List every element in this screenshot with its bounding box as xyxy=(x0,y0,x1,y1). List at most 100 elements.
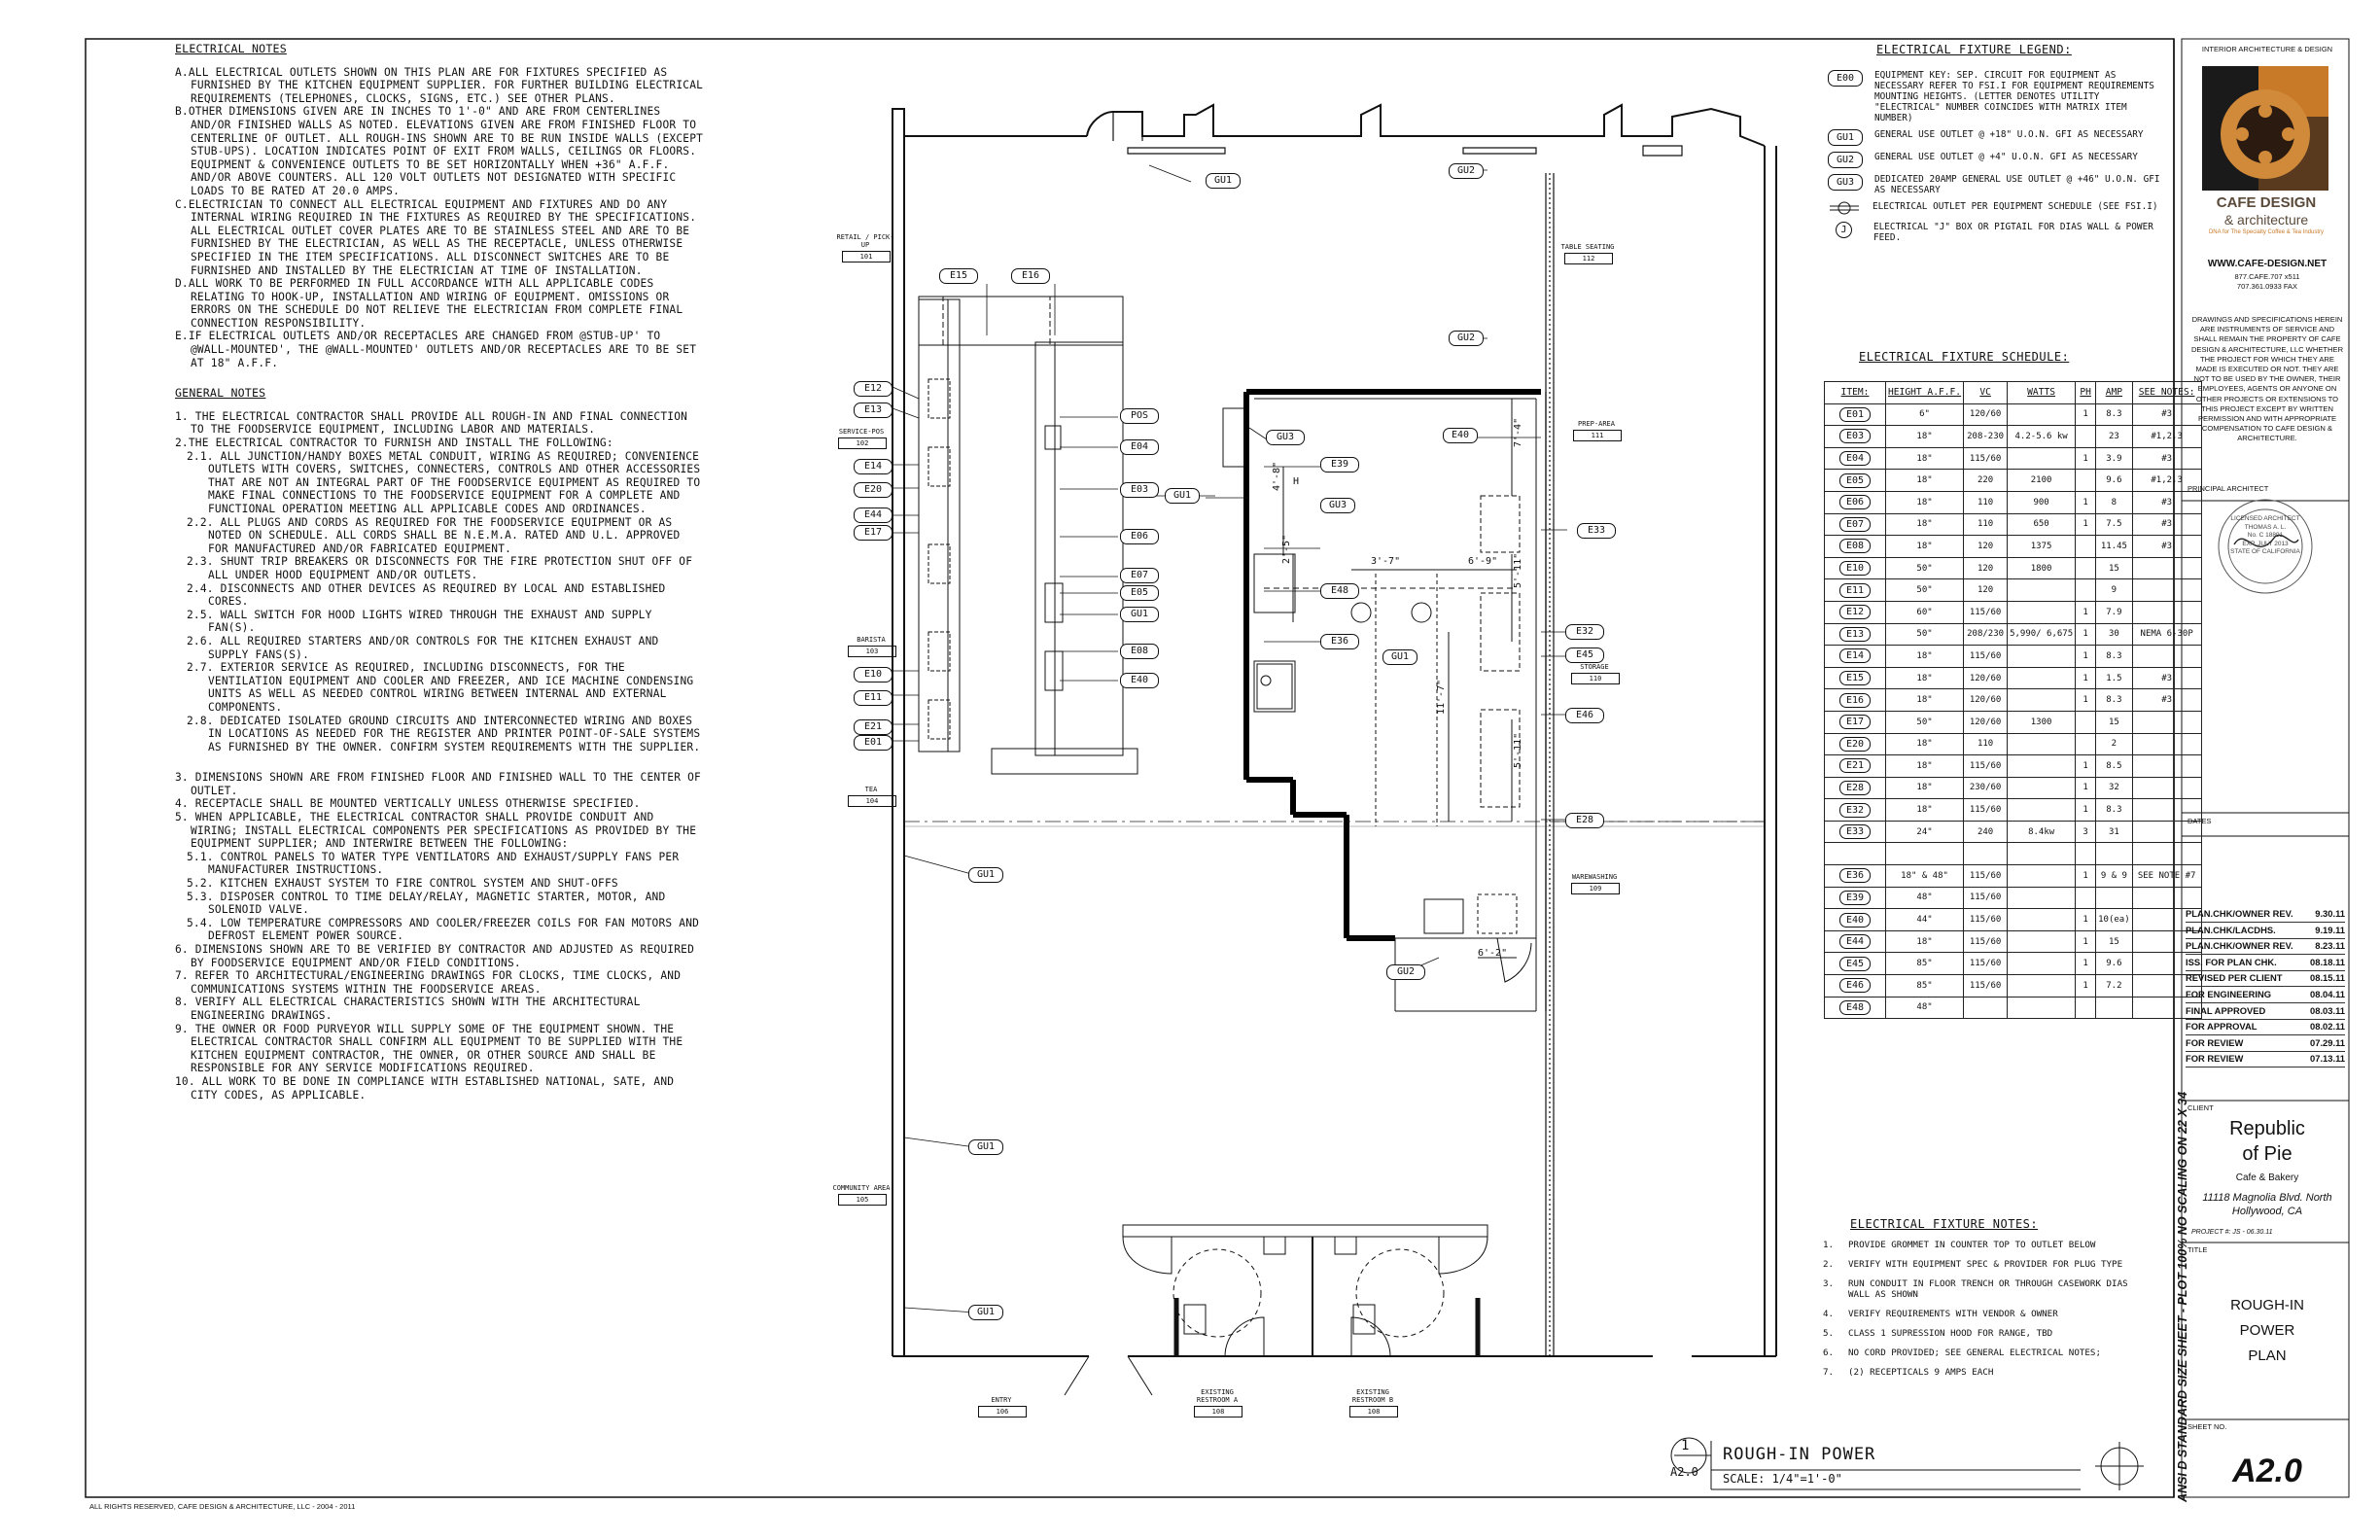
table-cell xyxy=(2007,842,2077,866)
equipment-tag: GU1 xyxy=(1120,607,1159,622)
equipment-tag: E03 xyxy=(1120,482,1159,498)
table-cell: 1 xyxy=(2075,798,2097,822)
outlet-tag: GU1 xyxy=(1165,488,1200,504)
table-cell xyxy=(1963,996,2009,1020)
table-cell xyxy=(2007,908,2077,931)
equipment-tag: E16 xyxy=(1011,268,1050,284)
table-cell xyxy=(2131,974,2202,998)
outlet-tag: E40 xyxy=(1443,428,1478,443)
general-note-5-3: 5.3. DISPOSER CONTROL TO TIME DELAY/RELA… xyxy=(187,890,673,917)
electrical-note-c: C.ELECTRICIAN TO CONNECT ALL ELECTRICAL … xyxy=(175,197,704,277)
equipment-tag: E06 xyxy=(1120,529,1159,544)
electrical-notes-title: ELECTRICAL NOTES xyxy=(175,42,287,55)
firm-phone: 877.CAFE.707 x511 xyxy=(2234,272,2300,281)
table-cell xyxy=(2131,600,2202,624)
schedule-item-tag: E14 xyxy=(1839,648,1871,664)
sheet-no-label: SHEET NO. xyxy=(2188,1422,2227,1431)
fixture-note-text: VERIFY REQUIREMENTS WITH VENDOR & OWNER xyxy=(1848,1309,2058,1319)
schedule-item-tag: E10 xyxy=(1839,561,1871,577)
schedule-item-tag: E28 xyxy=(1839,780,1871,795)
seal-line: EXP. JULY 2013 xyxy=(2242,540,2289,547)
equipment-tag: E04 xyxy=(1120,439,1159,455)
fixture-note-text: CLASS 1 SUPRESSION HOOD FOR RANGE, TBD xyxy=(1848,1328,2053,1339)
revision-date: 07.29.11 xyxy=(2310,1036,2345,1048)
schedule-item-tag: E08 xyxy=(1839,539,1871,554)
equipment-tag: E12 xyxy=(854,381,892,397)
table-cell: 8.3 xyxy=(2095,688,2133,712)
schedule-item-tag: E45 xyxy=(1839,956,1871,971)
table-cell: E45 xyxy=(1824,952,1886,976)
table-cell xyxy=(2131,842,2202,866)
outlet-tag: GU2 xyxy=(1449,331,1484,346)
revision-row: ISS. FOR PLAN CHK.08.18.11 xyxy=(2186,955,2345,971)
revision-label: PLAN.CHK/OWNER REV. xyxy=(2186,908,2293,919)
schedule-title: ELECTRICAL FIXTURE SCHEDULE: xyxy=(1859,350,2070,364)
table-cell: 115/60 xyxy=(1963,446,2009,471)
schedule-item-tag: E04 xyxy=(1839,451,1871,467)
table-cell: 18" xyxy=(1884,776,1965,800)
outlet-tag: GU2 xyxy=(1449,163,1484,179)
dimension-label: 5'-11" xyxy=(1513,732,1523,768)
table-cell xyxy=(2007,688,2077,712)
legend-tag: GU2 xyxy=(1828,152,1863,168)
table-cell: 31 xyxy=(2095,820,2133,844)
table-cell: 1 xyxy=(2075,490,2097,514)
table-cell: 115/60 xyxy=(1963,645,2009,668)
table-cell: E48 xyxy=(1824,996,1886,1020)
revision-row: PLAN.CHK/OWNER REV.8.23.11 xyxy=(2186,938,2345,956)
outlet-tag: GU3 xyxy=(1320,498,1355,513)
equipment-tag: GU2 xyxy=(1386,964,1425,980)
table-cell: 1 xyxy=(2075,600,2097,624)
table-cell: 1 xyxy=(2075,864,2097,888)
table-cell xyxy=(2075,469,2097,492)
table-cell: E17 xyxy=(1824,710,1886,734)
fixture-notes-title: ELECTRICAL FIXTURE NOTES: xyxy=(1850,1217,2039,1231)
outlet-tag: GU1 xyxy=(968,1139,1003,1155)
outlet-tag: GU1 xyxy=(1206,173,1241,189)
firm-website[interactable]: WWW.CAFE-DESIGN.NET xyxy=(2207,259,2328,269)
seal-line: THOMAS A. L. xyxy=(2244,523,2287,531)
general-note-2-7: 2.7. EXTERIOR SERVICE AS REQUIRED, INCLU… xyxy=(187,661,701,714)
table-cell: E10 xyxy=(1824,556,1886,580)
table-cell xyxy=(2007,864,2077,888)
table-cell: 7.2 xyxy=(2095,974,2133,998)
table-cell: E03 xyxy=(1824,425,1886,448)
legend-tag: GU3 xyxy=(1828,174,1863,191)
table-cell: 115/60 xyxy=(1963,952,2009,976)
table-cell: 18" xyxy=(1884,688,1965,712)
schedule-item-tag: E32 xyxy=(1839,802,1871,818)
table-cell: 50" xyxy=(1884,556,1965,580)
table-cell: 23 xyxy=(2095,425,2133,448)
revision-row: PLAN.CHK/OWNER REV.9.30.11 xyxy=(2186,906,2345,923)
schedule-item-tag: E01 xyxy=(1839,406,1871,422)
table-cell: 11.45 xyxy=(2095,535,2133,558)
table-cell: 48" xyxy=(1884,996,1965,1020)
revision-label: REVISED PER CLIENT xyxy=(2186,972,2283,984)
equipment-tag: E48 xyxy=(1320,583,1359,599)
revision-date: 08.04.11 xyxy=(2310,989,2345,999)
table-cell: E08 xyxy=(1824,535,1886,558)
room-number: 106 xyxy=(978,1406,1027,1418)
room-label: ENTRY xyxy=(991,1396,1012,1404)
equipment-tag: E13 xyxy=(854,402,892,418)
table-cell xyxy=(2007,754,2077,778)
electrical-note-b: B.OTHER DIMENSIONS GIVEN ARE IN INCHES T… xyxy=(175,105,711,197)
legend-text: ELECTRICAL "J" BOX OR PIGTAIL FOR DIAS W… xyxy=(1873,222,2153,243)
table-cell: E04 xyxy=(1824,446,1886,471)
table-cell: 9 xyxy=(2095,578,2133,602)
equipment-tag: E44 xyxy=(854,508,892,523)
table-cell: 110 xyxy=(1963,490,2009,514)
table-cell: 120/60 xyxy=(1963,710,2009,734)
legend-text: EQUIPMENT KEY: SEP. CIRCUIT FOR EQUIPMEN… xyxy=(1874,70,2154,123)
